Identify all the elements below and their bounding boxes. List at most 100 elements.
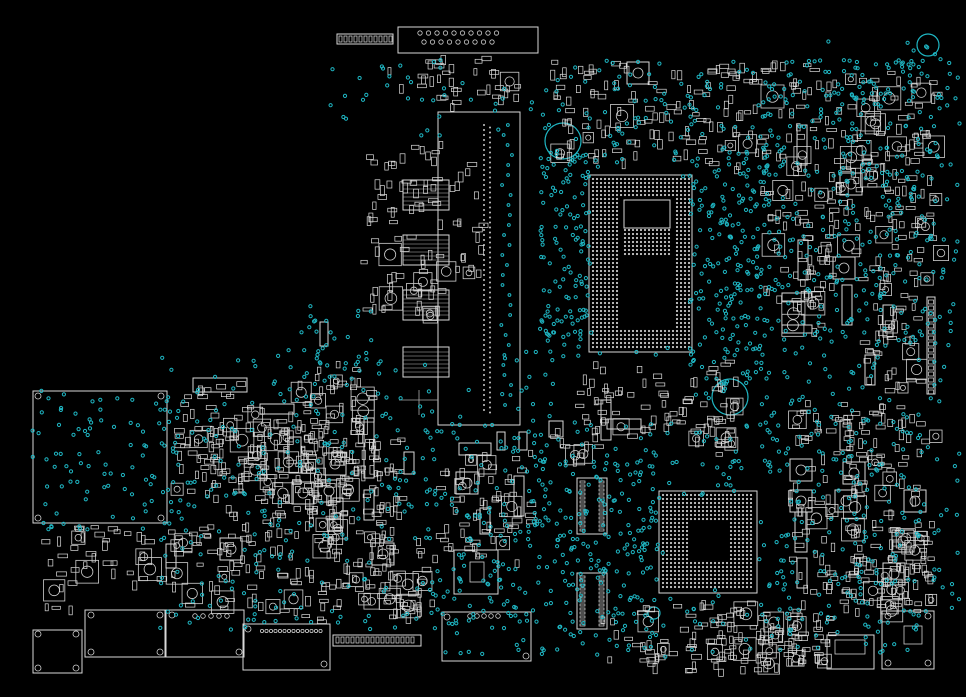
pch-ball <box>689 573 693 577</box>
cpu-ball <box>687 177 691 181</box>
pch-ball <box>681 569 685 573</box>
via <box>282 399 287 404</box>
via <box>547 501 552 506</box>
cpu-ball <box>683 301 687 305</box>
via <box>49 524 54 529</box>
pch-ball <box>713 565 717 569</box>
dimm-pin <box>483 404 485 406</box>
via <box>232 491 237 496</box>
via <box>893 558 898 563</box>
passive-component <box>562 67 567 78</box>
pch-ball <box>733 533 737 537</box>
cpu-ball <box>679 205 683 209</box>
passive-component <box>901 547 906 555</box>
via <box>344 382 349 388</box>
cpu-ball <box>615 341 619 345</box>
via <box>426 389 431 394</box>
pch-ball <box>677 585 681 589</box>
via <box>564 294 569 299</box>
cpu-ball <box>591 193 595 197</box>
cpu-ball <box>603 253 607 257</box>
via <box>262 620 267 625</box>
cpu-ball <box>603 213 607 217</box>
via <box>759 267 764 272</box>
via <box>788 499 794 504</box>
cpu-ball <box>599 285 603 289</box>
passive-component <box>372 201 377 210</box>
cpu-ball <box>595 245 599 249</box>
passive-component <box>649 129 654 140</box>
cpu-ball <box>683 177 687 181</box>
via <box>829 414 834 419</box>
pch-ball <box>737 541 741 545</box>
via <box>428 435 433 440</box>
passive-component <box>814 500 825 505</box>
passive-component <box>460 528 465 538</box>
via <box>462 563 467 568</box>
passive-component <box>322 446 327 456</box>
passive-component <box>482 500 488 510</box>
ic-component <box>877 86 902 111</box>
cpu-ball <box>611 181 615 185</box>
via <box>818 611 824 616</box>
via <box>653 453 658 458</box>
via <box>500 283 505 287</box>
via <box>652 143 657 148</box>
passive-component <box>860 577 870 584</box>
passive-component <box>399 153 406 164</box>
pch-ball <box>689 565 693 569</box>
cpu-ball <box>687 245 691 249</box>
passive-component <box>756 653 767 659</box>
via <box>764 619 769 624</box>
passive-component <box>797 209 808 216</box>
pch-ball <box>741 509 745 513</box>
passive-component <box>858 438 863 449</box>
passive-component <box>728 94 734 104</box>
passive-component <box>320 602 326 612</box>
passive-component <box>845 159 852 170</box>
pch-ball <box>745 513 749 517</box>
via <box>59 484 64 489</box>
cpu-ball <box>679 301 683 305</box>
via <box>397 501 402 506</box>
pch-ball <box>729 533 733 537</box>
cpu-ball <box>603 301 607 305</box>
passive-component <box>732 126 737 138</box>
passive-component <box>228 477 237 483</box>
pch-ball <box>749 553 753 557</box>
via <box>932 382 937 387</box>
dimm-pin <box>483 184 485 186</box>
passive-component <box>826 199 836 204</box>
via <box>340 532 345 537</box>
cpu-ball <box>623 252 627 256</box>
passive-component <box>822 582 827 590</box>
passive-component <box>366 390 377 396</box>
via <box>465 537 470 543</box>
passive-component <box>687 85 691 93</box>
via <box>737 200 742 205</box>
passive-component <box>892 169 897 180</box>
ic-component-center <box>143 562 157 576</box>
passive-component <box>601 129 606 139</box>
passive-component <box>304 483 312 489</box>
cpu-ball <box>655 333 659 337</box>
passive-component <box>248 541 256 546</box>
via <box>287 554 292 559</box>
via <box>953 249 959 254</box>
passive-component <box>832 79 837 89</box>
pch-ball <box>709 513 713 517</box>
passive-component <box>671 70 676 80</box>
pch-ball <box>729 585 733 589</box>
passive-component <box>174 443 186 449</box>
via <box>394 492 399 497</box>
via <box>894 532 899 537</box>
passive-component <box>824 255 830 265</box>
via <box>424 502 429 507</box>
cpu-ball <box>603 249 607 253</box>
pch-ball <box>685 509 689 513</box>
passive-component <box>382 563 387 572</box>
via <box>867 161 872 166</box>
ic-component-center <box>139 552 149 562</box>
passive-component <box>825 428 837 434</box>
via <box>932 359 937 364</box>
